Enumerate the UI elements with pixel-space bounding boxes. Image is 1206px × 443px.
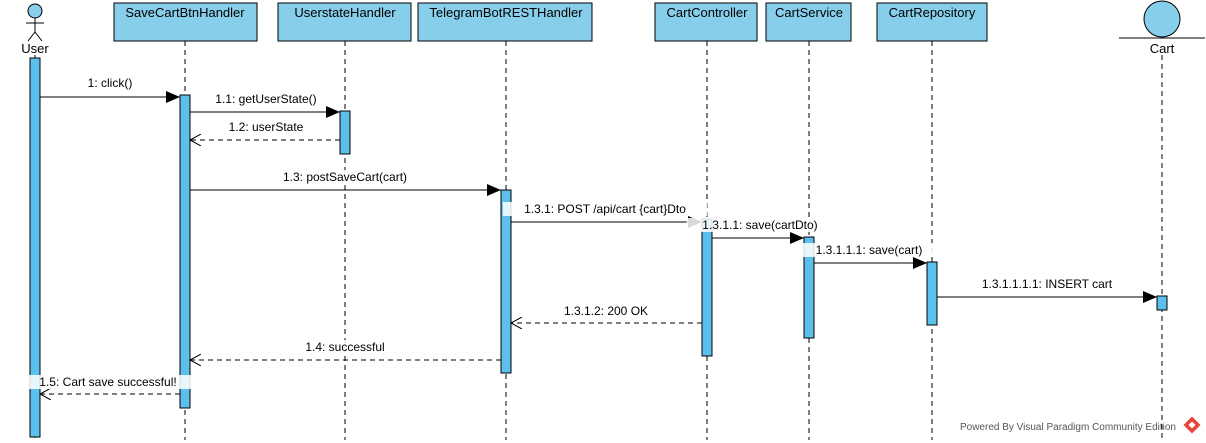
message-3[interactable]: 1.2: userState <box>190 120 340 140</box>
activation-cartsvc <box>803 236 815 339</box>
activation-userstate <box>339 110 351 155</box>
message-label-bg <box>268 170 422 184</box>
participant-box <box>113 2 258 42</box>
message-label-bg <box>555 304 657 318</box>
participant-label: CartRepository <box>889 5 976 20</box>
message-label-bg <box>294 340 396 354</box>
watermark: Powered By Visual Paradigm Community Edi… <box>960 416 1201 434</box>
message-label: 1.4: successful <box>305 340 384 354</box>
message-1[interactable]: 1: click() <box>40 76 180 103</box>
participant-box <box>654 2 758 42</box>
participant-box <box>765 2 852 42</box>
message-10[interactable]: 1.4: successful <box>190 340 501 360</box>
participant-label: SaveCartBtnHandler <box>125 5 245 20</box>
message-label: 1.3.1.1.1.1: INSERT cart <box>982 277 1113 291</box>
messages: 1: click() 1.1: getUserState() 1.2: userSt… <box>21 76 1157 394</box>
message-label-bg <box>218 120 314 134</box>
message-label: 1.3.1.1: save(cartDto) <box>702 218 817 232</box>
participant-label: TelegramBotRESTHandler <box>429 5 583 20</box>
participant-label: UserstateHandler <box>294 5 396 20</box>
activation-cartctrl <box>701 218 713 357</box>
message-6[interactable]: 1.3.1.1: save(cartDto) <box>686 218 834 244</box>
participant-heads: User SaveCartBtnHandler UserstateHandler Te… <box>21 0 1205 56</box>
participant-box <box>277 2 412 42</box>
participant-label: User <box>21 41 49 56</box>
participant-box <box>876 2 988 42</box>
activation-cart <box>1156 295 1168 311</box>
message-label-bg <box>502 202 708 216</box>
message-label: 1.3.1.1.1: save(cart) <box>816 243 923 257</box>
message-label: 1.3.1.2: 200 OK <box>564 304 648 318</box>
participant-label: Cart <box>1150 41 1175 56</box>
message-9[interactable]: 1.3.1.2: 200 OK <box>511 304 702 323</box>
message-label-bg <box>686 218 834 232</box>
message-label: 1.1: getUserState() <box>215 92 316 106</box>
activation-savecart <box>179 94 191 409</box>
actor-icon <box>26 3 44 42</box>
message-label: 1.2: userState <box>229 120 304 134</box>
watermark-text: Powered By Visual Paradigm Community Edi… <box>960 422 1176 433</box>
message-8[interactable]: 1.3.1.1.1.1: INSERT cart <box>937 277 1157 303</box>
participant-box <box>417 2 593 42</box>
message-label-bg <box>967 277 1127 291</box>
message-label: 1.3: postSaveCart(cart) <box>283 170 407 184</box>
message-label: 1.5: Cart save successful! <box>39 375 176 389</box>
visual-paradigm-logo-icon <box>1183 416 1201 434</box>
message-5[interactable]: 1.3.1: POST /api/cart {cart}Dto <box>502 202 708 228</box>
participant-cartsvc[interactable]: CartService <box>765 2 852 42</box>
message-label-bg <box>202 92 330 106</box>
message-label: 1: click() <box>88 76 133 90</box>
message-label: 1.3.1: POST /api/cart {cart}Dto <box>524 202 686 216</box>
message-11[interactable]: 1.5: Cart save successful! <box>21 375 195 394</box>
activation-bars <box>29 57 1168 438</box>
message-4[interactable]: 1.3: postSaveCart(cart) <box>190 170 501 196</box>
activation-cartrepo <box>926 261 938 326</box>
participant-cart[interactable]: Cart <box>1119 0 1205 56</box>
activation-user <box>29 57 41 438</box>
message-label-bg <box>798 243 940 257</box>
participant-label: CartController <box>667 5 749 20</box>
participant-telegram[interactable]: TelegramBotRESTHandler <box>417 2 593 42</box>
participant-user[interactable]: User <box>21 3 49 56</box>
message-2[interactable]: 1.1: getUserState() <box>190 92 340 118</box>
participant-cartctrl[interactable]: CartController <box>654 2 758 42</box>
participant-savecart[interactable]: SaveCartBtnHandler <box>113 2 258 42</box>
message-7[interactable]: 1.3.1.1.1: save(cart) <box>798 243 940 269</box>
participant-userstate[interactable]: UserstateHandler <box>277 2 412 42</box>
participant-cartrepo[interactable]: CartRepository <box>876 2 988 42</box>
activation-telegram <box>500 189 512 374</box>
message-label-bg <box>21 375 195 389</box>
message-label-bg <box>75 76 145 90</box>
participant-label: CartService <box>775 5 843 20</box>
entity-icon <box>1119 0 1205 39</box>
